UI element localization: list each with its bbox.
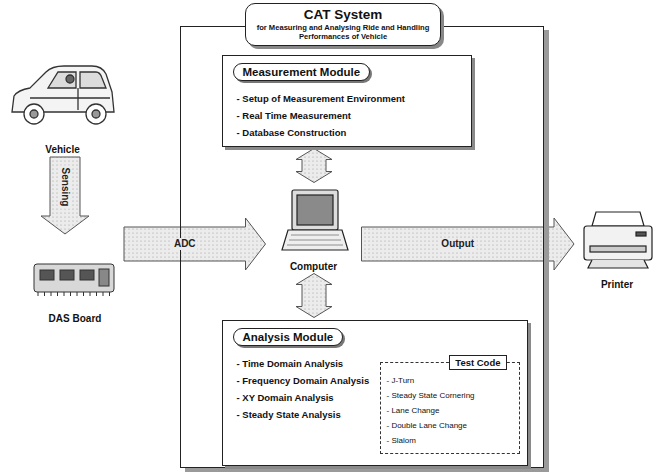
item-list: - Setup of Measurement Environment- Real… [237,90,405,141]
module-box: Measurement Module - Setup of Measurement… [222,55,472,147]
board-pin [38,292,39,296]
block-arrow [124,218,266,270]
item-list: - Time Domain Analysis- Frequency Domain… [237,355,370,423]
board-pin [51,292,52,296]
test-code-tag: Test Code [449,355,506,370]
board-pin [64,292,65,296]
keyboard-row [287,245,343,246]
car-illustration [12,66,114,124]
node-label: Printer [576,279,658,290]
board-pin [96,292,97,296]
keyboard-row [289,240,341,241]
das-board-node: DAS Board [28,236,122,324]
printer-illustration [584,212,652,268]
board-pin [44,292,45,296]
list-item: - Steady State Cornering [387,388,475,403]
list-item: - Slalom [387,433,475,448]
block-arrow [41,157,89,234]
vehicle-node: Vehicle [5,55,120,155]
board-pin [77,292,78,296]
list-item: - Setup of Measurement Environment [237,90,405,107]
board-pin [70,292,71,296]
edge-label: Output [439,238,476,250]
board-pin [90,292,91,296]
block-arrow [296,274,332,318]
list-item: - Lane Change [387,403,475,418]
system-title: CAT System [254,7,432,23]
node-label: Vehicle [5,144,120,155]
computer-node: Computer [268,185,360,272]
module-heading: Measurement Module [233,63,371,81]
board-pin [103,292,104,296]
list-item: - J-Turn [387,373,475,388]
list-item: - Database Construction [237,124,405,141]
laptop-illustration [282,190,348,250]
list-item: - Real Time Measurement [237,107,405,124]
keyboard-row [291,235,339,236]
test-code-box: Test Code- J-Turn- Steady State Cornerin… [380,362,520,454]
item-list: - J-Turn- Steady State Cornering- Lane C… [387,373,475,448]
edge-label: ADC [172,238,198,250]
block-arrow [362,218,575,270]
system-subtitle: for Measuring and Analysing Ride and Han… [254,23,432,41]
list-item: - Time Domain Analysis [237,355,370,372]
title-box: CAT Systemfor Measuring and Analysing Ri… [245,3,441,46]
edge-label: Sensing [59,165,71,208]
system-panel: CAT Systemfor Measuring and Analysing Ri… [180,26,544,468]
board-pin [83,292,84,296]
list-item: - Frequency Domain Analysis [237,372,370,389]
node-label: Computer [268,261,360,272]
node-label: DAS Board [28,313,122,324]
list-item: - Double Lane Change [387,418,475,433]
board-pin [57,292,58,296]
list-item: - XY Domain Analysis [237,389,370,406]
list-item: - Steady State Analysis [237,406,370,423]
printer-node: Printer [576,205,658,290]
board-pin [109,292,110,296]
block-arrow [296,149,332,183]
das-board-illustration [34,264,114,296]
module-heading: Analysis Module [233,328,344,346]
module-box: Analysis Module - Time Domain Analysis- F… [222,320,528,466]
